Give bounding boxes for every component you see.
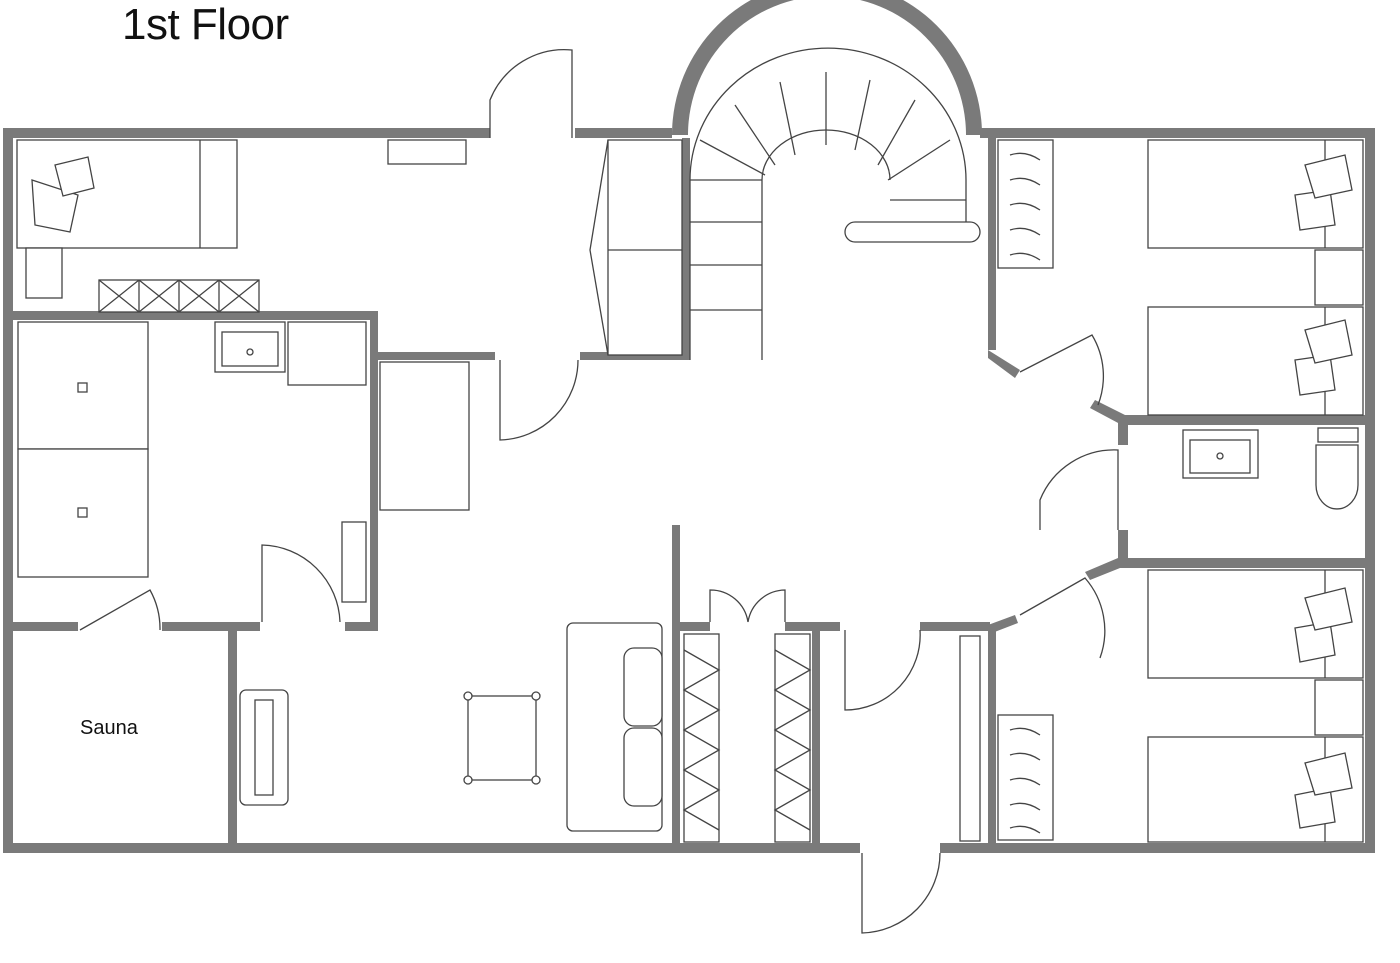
washer-dryer (17, 321, 149, 578)
armchair (239, 689, 289, 806)
wardrobe-right-2 (997, 714, 1054, 841)
floor-title: 1st Floor (122, 0, 289, 49)
bed-right-3 (1147, 569, 1364, 679)
shelf (959, 635, 981, 842)
bed-right-2 (1147, 306, 1364, 416)
bathroom-sink (1182, 429, 1259, 479)
bed-right-1 (1147, 139, 1364, 249)
nightstand (25, 247, 63, 299)
radiator (387, 139, 467, 165)
nightstand-right (1314, 249, 1364, 306)
nightstand-right (1314, 679, 1364, 736)
sauna-label: Sauna (80, 717, 139, 739)
toilet (1315, 427, 1359, 510)
furniture (16, 139, 1364, 843)
hall-cabinet (379, 361, 470, 511)
utility-sink (214, 321, 286, 373)
bed-top-left (16, 139, 238, 249)
wardrobe-right-1 (997, 139, 1054, 269)
sofa (566, 622, 663, 832)
coffee-table (463, 691, 541, 785)
stove (287, 321, 367, 386)
wardrobe-hall (589, 139, 683, 356)
rack (341, 521, 367, 603)
doors (79, 48, 1119, 934)
storage-boxes (98, 279, 260, 313)
walls (3, 0, 1375, 853)
spiral-staircase (689, 47, 981, 360)
closet-shelves (682, 633, 812, 843)
bed-right-4 (1147, 736, 1364, 843)
